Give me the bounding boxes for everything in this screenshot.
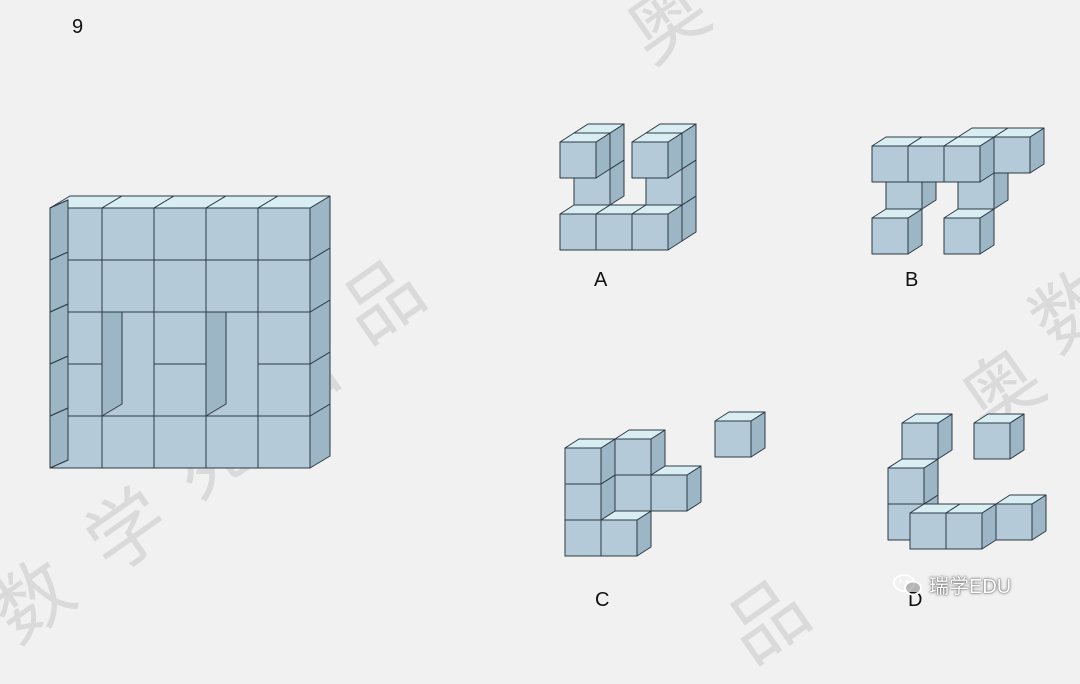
cube-face: [153, 363, 207, 417]
option-label-c[interactable]: C: [595, 589, 610, 611]
cube-face: [153, 311, 207, 365]
cube-face: [49, 303, 69, 365]
cube-face: [614, 438, 652, 476]
cube-face: [153, 259, 207, 313]
cube-face: [945, 512, 983, 550]
cube-face: [205, 207, 259, 261]
cube-face: [153, 207, 207, 261]
cube-face: [901, 422, 939, 460]
cube-face: [49, 407, 69, 469]
cube-face: [257, 207, 311, 261]
cube-face: [943, 145, 981, 183]
cube-face: [205, 299, 227, 417]
cube-face: [257, 415, 311, 469]
cube-face: [559, 213, 597, 251]
cube-face: [153, 415, 207, 469]
cube-face: [101, 259, 155, 313]
cube-face: [257, 363, 311, 417]
cube-face: [49, 251, 69, 313]
cube-face: [973, 422, 1011, 460]
brand-watermark: 瑞学EDU: [893, 570, 1011, 599]
cube-face: [909, 512, 947, 550]
cube-face: [101, 207, 155, 261]
cube-face: [595, 213, 633, 251]
cube-face: [101, 299, 123, 417]
cube-face: [943, 217, 981, 255]
cube-face: [564, 483, 602, 521]
question-number: 9: [72, 16, 84, 38]
cube-face: [995, 503, 1033, 541]
cube-face: [564, 447, 602, 485]
cube-face: [993, 136, 1031, 174]
cube-face: [49, 199, 69, 261]
cube-face: [614, 474, 652, 512]
option-label-d[interactable]: D: [908, 589, 923, 611]
option-label-a[interactable]: A: [594, 269, 608, 291]
cube-face: [631, 213, 669, 251]
cube-face: [600, 519, 638, 557]
cube-face: [205, 415, 259, 469]
cube-face: [907, 145, 945, 183]
cube-face: [205, 259, 259, 313]
cube-face: [49, 355, 69, 417]
cube-face: [650, 474, 688, 512]
cube-face: [257, 311, 311, 365]
option-label-b[interactable]: B: [905, 269, 919, 291]
wechat-icon: [893, 573, 922, 595]
cube-face: [257, 259, 311, 313]
cube-face: [871, 217, 909, 255]
cube-figures: [49, 123, 1047, 557]
cube-face: [887, 467, 925, 505]
cube-face: [101, 415, 155, 469]
cube-face: [559, 141, 597, 179]
cube-face: [631, 141, 669, 179]
cube-face: [714, 420, 752, 458]
brand-text: 瑞学EDU: [929, 576, 1012, 598]
cube-face: [564, 519, 602, 557]
cube-face: [871, 145, 909, 183]
